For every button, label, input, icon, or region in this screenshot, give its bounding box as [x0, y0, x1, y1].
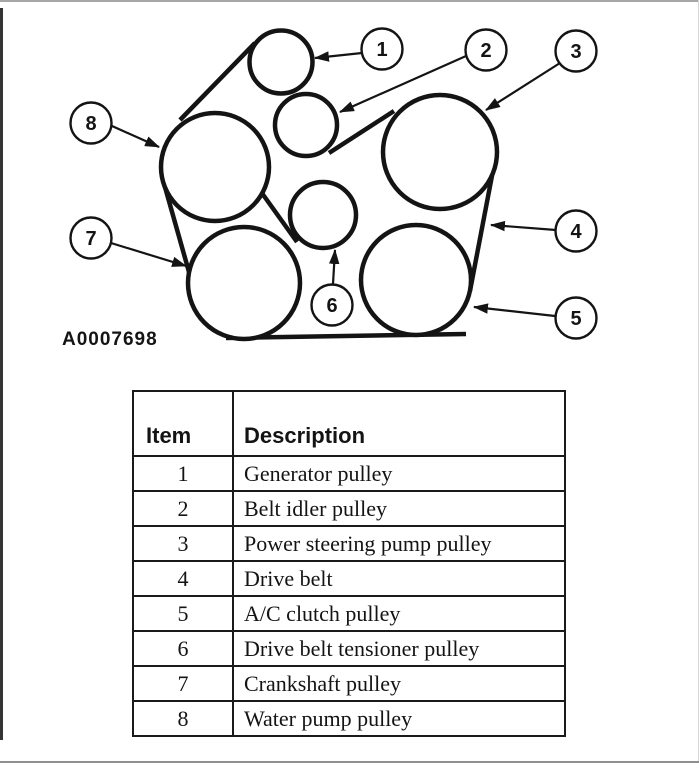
- tensioner-pulley-circle: [287, 179, 359, 251]
- callout-arrow-1: [313, 51, 363, 62]
- callout-4: 4: [554, 209, 598, 253]
- item-description: Belt idler pulley: [232, 490, 566, 527]
- table-row: 2 Belt idler pulley: [132, 490, 566, 527]
- callout-number: 6: [326, 295, 337, 317]
- callout-3: 3: [554, 29, 598, 73]
- item-number: 3: [132, 525, 234, 562]
- table-row: 8 Water pump pulley: [132, 700, 566, 737]
- callout-arrow-3: [485, 62, 561, 111]
- item-description: A/C clutch pulley: [232, 595, 566, 632]
- table-row: 7 Crankshaft pulley: [132, 665, 566, 702]
- callout-number: 7: [85, 228, 96, 250]
- description-column-header: Description: [232, 390, 566, 457]
- water-pump-pulley-circle: [158, 110, 272, 224]
- belt-routing-diagram: 1 2 3 4 5 6 7: [69, 27, 598, 342]
- callout-number: 8: [85, 113, 96, 135]
- drive-belt-segment: [257, 187, 299, 244]
- callout-circle: [554, 29, 598, 73]
- callout-arrow-2: [339, 54, 467, 114]
- item-description: Generator pulley: [232, 455, 566, 492]
- callout-6: 6: [310, 283, 354, 327]
- callout-arrows: [110, 51, 561, 318]
- callout-1: 1: [360, 27, 404, 71]
- callout-number: 3: [570, 41, 581, 63]
- crankshaft-pulley-circle: [185, 224, 303, 342]
- table-row: 1 Generator pulley: [132, 455, 566, 492]
- item-description: Water pump pulley: [232, 700, 566, 737]
- callout-number: 5: [570, 308, 581, 330]
- table-row: 6 Drive belt tensioner pulley: [132, 630, 566, 667]
- callout-arrow-6: [328, 248, 340, 285]
- item-number: 4: [132, 560, 234, 597]
- item-number: 5: [132, 595, 234, 632]
- item-description: Drive belt: [232, 560, 566, 597]
- callout-circle: [464, 28, 508, 72]
- item-number: 7: [132, 665, 234, 702]
- callout-circle: [554, 296, 598, 340]
- callout-arrow-4: [489, 220, 557, 232]
- table-row: 4 Drive belt: [132, 560, 566, 597]
- callout-8: 8: [69, 101, 113, 145]
- generator-pulley-circle: [247, 28, 315, 96]
- callout-2: 2: [464, 28, 508, 72]
- callout-number: 2: [480, 40, 491, 62]
- item-number: 8: [132, 700, 234, 737]
- power-steering-pump-pulley-circle: [380, 92, 500, 212]
- item-description: Crankshaft pulley: [232, 665, 566, 702]
- item-description: Drive belt tensioner pulley: [232, 630, 566, 667]
- item-description: Power steering pump pulley: [232, 525, 566, 562]
- parts-table: Item Description 1 Generator pulley 2 Be…: [132, 390, 566, 737]
- belt-idler-pulley-circle: [272, 91, 340, 159]
- callout-circle: [69, 101, 113, 145]
- callout-circle: [360, 27, 404, 71]
- callout-arrow-5: [472, 303, 556, 318]
- table-header-row: Item Description: [132, 390, 566, 457]
- page-left-rule: [0, 8, 3, 740]
- table-row: 5 A/C clutch pulley: [132, 595, 566, 632]
- table-row: 3 Power steering pump pulley: [132, 525, 566, 562]
- callout-circle: [554, 209, 598, 253]
- figure-code-label: A0007698: [62, 329, 158, 350]
- item-number: 1: [132, 455, 234, 492]
- drive-belt-segment: [178, 41, 257, 122]
- item-number: 2: [132, 490, 234, 527]
- callout-5: 5: [554, 296, 598, 340]
- item-column-header: Item: [132, 390, 234, 457]
- ac-clutch-pulley-circle: [358, 222, 474, 338]
- callout-number: 1: [376, 39, 387, 61]
- callout-number: 4: [570, 221, 582, 243]
- bottom-divider-rule: [0, 761, 699, 763]
- callout-arrow-8: [111, 124, 160, 149]
- drive-belt-segment: [327, 109, 396, 155]
- callout-7: 7: [69, 216, 113, 260]
- callout-arrow-7: [110, 241, 188, 268]
- callout-circle: [69, 216, 113, 260]
- page-top-rule: [0, 0, 699, 2]
- item-number: 6: [132, 630, 234, 667]
- callout-circle: [310, 283, 354, 327]
